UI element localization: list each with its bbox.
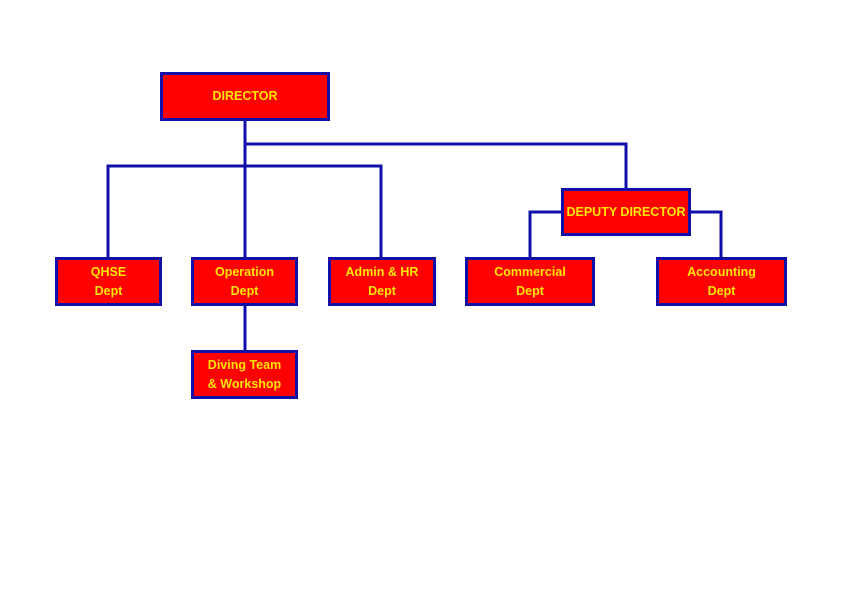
box-label-line: Operation	[214, 264, 275, 279]
box-label-line: QHSE	[90, 264, 127, 279]
director-box: DIRECTOR	[160, 72, 330, 121]
box-label-line: Dept	[94, 283, 123, 298]
box-label-line: Accounting	[687, 264, 756, 279]
box-label-line: & Workshop	[207, 376, 282, 391]
deputy-director-box: DEPUTY DIRECTOR	[561, 188, 691, 236]
box-label-line: Dept	[230, 283, 259, 298]
box-label-line: Dept	[368, 283, 396, 298]
admin-hr-dept-box: Admin & HR Dept	[328, 257, 436, 306]
box-label-line: DEPUTY DIRECTOR	[566, 204, 686, 219]
box-label-line: Diving Team	[207, 357, 282, 372]
box-label-line: Admin & HR	[345, 264, 419, 279]
connector-director-to-deputy	[243, 142, 628, 191]
qhse-dept-box: QHSE Dept	[55, 257, 162, 306]
box-label-line: Dept	[707, 283, 736, 298]
box-label-line: DIRECTOR	[212, 89, 278, 103]
box-label-line: Dept	[516, 283, 544, 298]
box-label-line: Commercial	[494, 264, 566, 279]
connector-director-to-departments	[106, 164, 383, 260]
diving-team-workshop-box: Diving Team & Workshop	[191, 350, 298, 399]
